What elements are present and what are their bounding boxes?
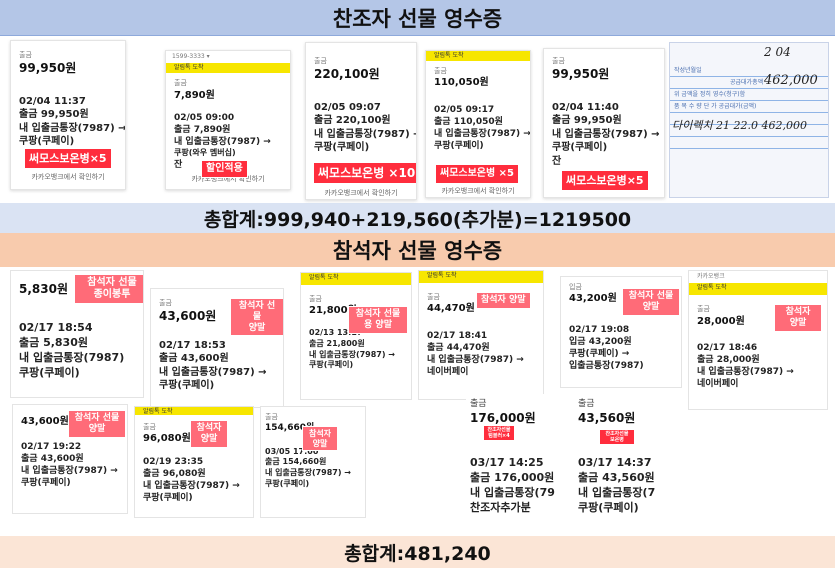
attendee-receipt-1: 5,830원 02/17 18:54 출금 5,830원 내 입출금통장(798… (10, 270, 144, 398)
sponsor-receipt-5: 출금 99,950원 02/04 11:40 출금 99,950원 내 입출금통… (543, 48, 665, 198)
item-sticker: 써모스보온병 ×5 (436, 165, 519, 183)
attendee-total: 총합계:481,240 (0, 536, 835, 568)
attendee-receipt-11: 출금 43,560원 03/17 14:37 출금 43,560원 내 입출금통… (576, 394, 674, 536)
attendee-receipt-8: 알림톡 도착 출금 96,080원 02/19 23:35 출금 96,080원… (134, 406, 254, 518)
item-sticker: 써모스보온병 ×10 (314, 163, 416, 184)
attendee-receipt-6: 카카오뱅크 알림톡 도착 출금 28,000원 02/17 18:46 출금 2… (688, 270, 828, 410)
attendee-receipt-3: 알림톡 도착 출금 21,800원 02/13 13:17 출금 21,800원… (300, 272, 412, 400)
attendee-section-title: 참석자 선물 영수증 (0, 233, 835, 267)
attendee-receipt-9: 출금 154,660원 03/05 17:00 출금 154,660원 내 입출… (260, 406, 366, 518)
handwritten-receipt: 작성년월일 공급대가총액 위 금액을 정히 영수(청구)함 품 목 수 량 단 … (669, 42, 829, 198)
attendee-receipt-7: 43,600원 02/17 19:22 출금 43,600원 내 입출금통장(7… (12, 404, 128, 514)
sponsor-receipt-2: 1599-3333 ▾ 알림톡 도착 출금 7,890원 02/05 09:00… (165, 50, 291, 190)
item-sticker: 써모스보온병×5 (562, 171, 648, 191)
sponsor-receipt-3: 출금 220,100원 02/05 09:07 출금 220,100원 내 입출… (305, 42, 417, 200)
sponsor-section-title: 찬조자 선물 영수증 (0, 0, 835, 36)
receipt-amount: 99,950원 (19, 61, 77, 76)
sponsor-total: 총합계:999,940+219,560(추가분)=1219500 (0, 203, 835, 233)
attendee-receipt-4: 알림톡 도착 출금 44,470원 02/17 18:41 출금 44,470원… (418, 270, 544, 400)
item-sticker: 할인적용 (202, 161, 247, 177)
sponsor-receipt-4: 알림톡 도착 출금 110,050원 02/05 09:17 출금 110,05… (425, 50, 531, 198)
attendee-receipt-10: 출금 176,000원 03/17 14:25 출금 176,000원 내 입출… (466, 394, 574, 530)
sponsor-receipt-1: 출금 99,950원 02/04 11:37 출금 99,950원 내 입출금통… (10, 40, 126, 190)
attendee-receipt-5: 입금 43,200원 02/17 19:08 입금 43,200원 쿠팡(쿠페이… (560, 276, 682, 388)
attendee-receipt-2: 출금 43,600원 02/17 18:53 출금 43,600원 내 입출금통… (150, 288, 284, 408)
item-sticker: 써모스보온병×5 (25, 149, 111, 169)
